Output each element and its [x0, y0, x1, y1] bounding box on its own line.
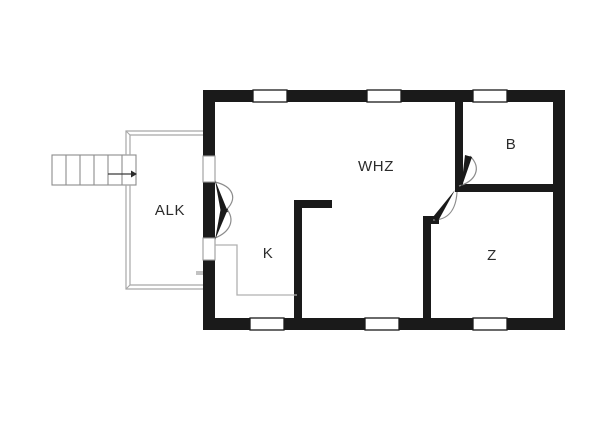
bottom-wall-segment [284, 318, 365, 330]
bath-left-wall [455, 96, 463, 186]
window-top-2 [366, 89, 402, 103]
door-bath-arc [458, 155, 477, 187]
left-wall-segment [203, 260, 215, 330]
kitchen-counter-outline [215, 244, 297, 296]
balcony-corner-connector [125, 130, 131, 136]
inner-walls [294, 96, 561, 324]
door-opening-left-lower [202, 237, 216, 261]
room-label-b: B [506, 136, 517, 153]
room-z-left-wall [423, 216, 431, 324]
left-wall-segment [203, 90, 215, 156]
staircase [51, 154, 137, 186]
door-room-z-leaf [433, 190, 455, 223]
window-top-3 [472, 89, 508, 103]
top-wall-segment [203, 90, 253, 102]
bottom-wall-segment [507, 318, 565, 330]
doors [214, 155, 477, 240]
kitchen-right-wall [294, 200, 302, 324]
room-label-whz: WHZ [358, 158, 394, 175]
door-alk-lower-leaf [215, 207, 228, 240]
bath-bottom-wall [455, 184, 561, 192]
windows [202, 89, 508, 331]
top-wall-segment [507, 90, 565, 102]
window-bottom-1 [249, 317, 285, 331]
right-wall [553, 90, 565, 330]
door-bath-leaf [461, 155, 472, 189]
bottom-wall-segment [399, 318, 473, 330]
window-bottom-3 [472, 317, 508, 331]
alk-balcony-outline [125, 130, 206, 290]
balcony-corner-connector [125, 284, 131, 290]
kitchen-counter-line [215, 244, 297, 296]
room-label-z: Z [487, 247, 497, 264]
top-wall-segment [287, 90, 367, 102]
room-label-k: K [263, 245, 274, 262]
window-top-1 [252, 89, 288, 103]
kitchen-top-wall [294, 200, 332, 208]
stair-direction-arrow-head [131, 170, 137, 178]
door-opening-left-upper [202, 155, 216, 183]
room-z-wall-stub [423, 216, 439, 224]
window-bottom-2 [364, 317, 400, 331]
outer-walls [203, 90, 565, 330]
room-label-alk: ALK [155, 202, 185, 219]
door-alk-lower-arc [214, 207, 232, 239]
left-wall-segment [203, 182, 215, 238]
door-alk-upper-arc [214, 181, 234, 213]
door-alk-upper-leaf [215, 180, 228, 213]
